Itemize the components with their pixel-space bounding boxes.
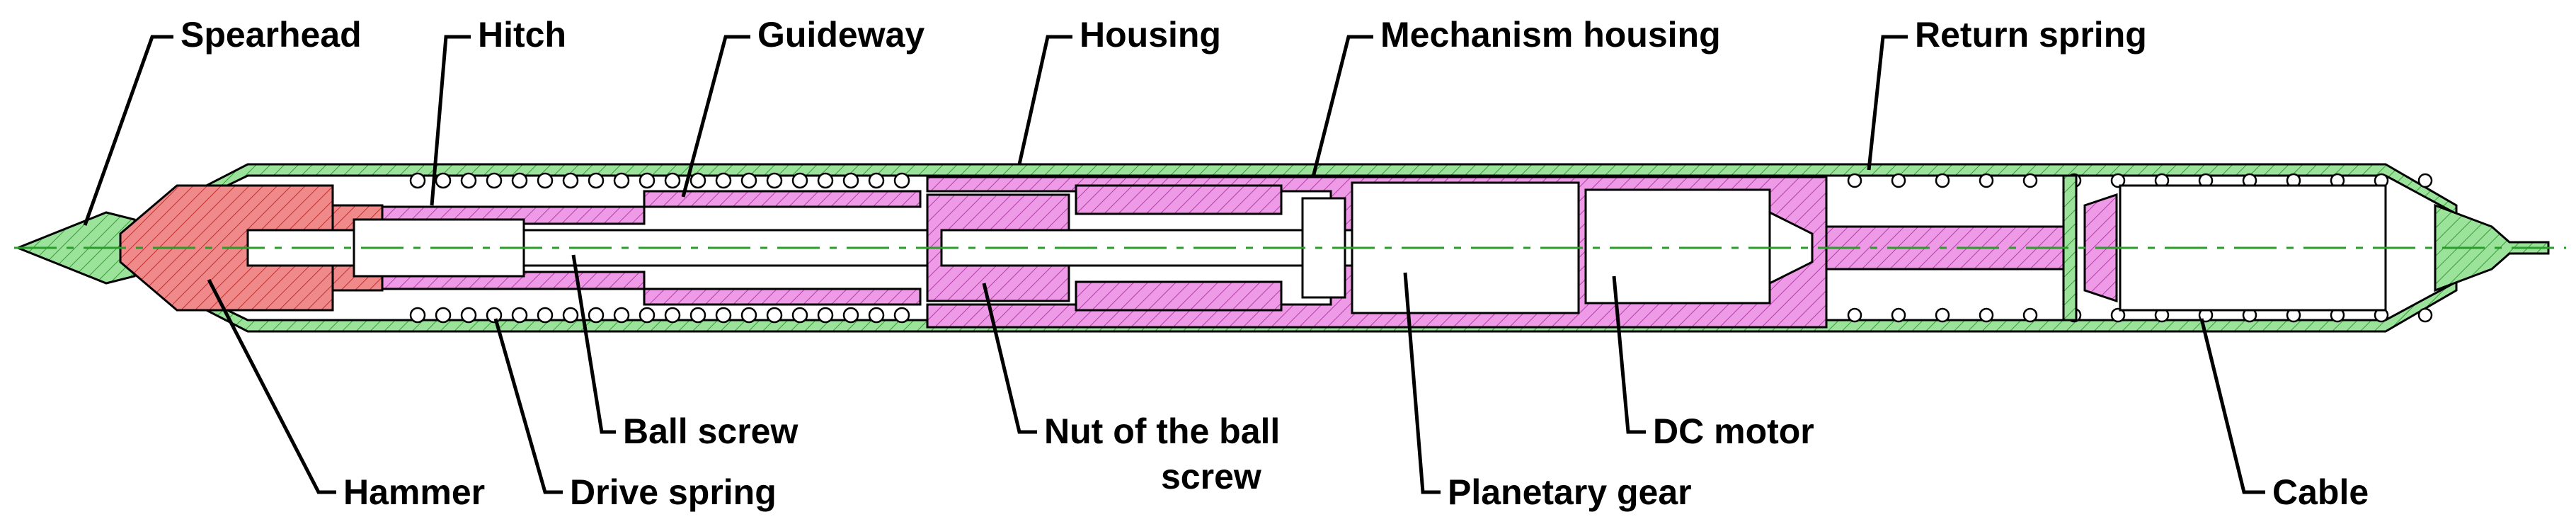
leader-lines — [83, 35, 2265, 494]
spring-coil — [868, 307, 885, 324]
spring-coil — [868, 172, 885, 189]
label-return-spring: Return spring — [1915, 15, 2147, 55]
spring-coil — [562, 172, 579, 189]
spring-coil — [817, 307, 834, 324]
spring-coil — [1847, 173, 1862, 188]
spring-coil — [817, 172, 834, 189]
spring-coil — [639, 172, 656, 189]
label-planetary-gear: Planetary gear — [1448, 472, 1692, 512]
label-dc-motor: DC motor — [1653, 411, 1814, 451]
bearing-block-top — [1075, 184, 1283, 215]
spring-coil — [511, 307, 528, 324]
spring-coil — [613, 307, 630, 324]
label-mechanism-housing: Mechanism housing — [1380, 15, 1721, 55]
label-spearhead: Spearhead — [181, 15, 362, 55]
label-housing: Housing — [1080, 15, 1221, 55]
spring-coil — [486, 307, 503, 324]
label-nut-line1: Nut of the ball — [1044, 411, 1280, 451]
spring-coil — [664, 172, 681, 189]
labels: Spearhead Hitch Guideway Housing Mechani… — [181, 15, 2369, 512]
spring-coil — [537, 307, 554, 324]
label-hammer: Hammer — [343, 472, 485, 512]
spring-coil — [2417, 173, 2433, 188]
spring-coil — [1847, 307, 1862, 323]
label-nut-line2: screw — [1161, 457, 1261, 496]
spring-coil — [511, 172, 528, 189]
spring-coil — [435, 172, 452, 189]
spring-coil — [715, 307, 732, 324]
drive-spring-coils-bottom — [409, 307, 910, 324]
spring-coil — [1979, 307, 1994, 323]
tail-cap — [2434, 203, 2550, 292]
spring-coil — [2110, 307, 2126, 323]
spring-coil — [2022, 173, 2038, 188]
spring-coil — [537, 172, 554, 189]
spring-coil — [689, 307, 706, 324]
spring-coil — [435, 307, 452, 324]
spring-coil — [664, 307, 681, 324]
spring-coil — [460, 307, 477, 324]
spring-coil — [740, 307, 757, 324]
spring-coil — [613, 172, 630, 189]
spring-coil — [766, 307, 783, 324]
spring-coil — [562, 307, 579, 324]
spring-coil — [2417, 307, 2433, 323]
label-cable: Cable — [2272, 472, 2369, 512]
spring-coil — [893, 307, 910, 324]
spring-coil — [409, 307, 426, 324]
spring-coil — [766, 172, 783, 189]
spring-coil — [1891, 307, 1906, 323]
spring-coil — [588, 172, 605, 189]
spring-coil — [740, 172, 757, 189]
spring-coil — [1979, 173, 1994, 188]
spring-coil — [409, 172, 426, 189]
bearing-block-bottom — [1075, 280, 1283, 312]
label-hitch: Hitch — [478, 15, 566, 55]
spring-coil — [486, 172, 503, 189]
spring-coil — [791, 307, 808, 324]
spring-coil — [791, 172, 808, 189]
spring-coil — [2110, 173, 2126, 188]
spring-coil — [588, 307, 605, 324]
spring-coil — [689, 172, 706, 189]
spring-coil — [460, 172, 477, 189]
spring-coil — [639, 307, 656, 324]
label-guideway: Guideway — [757, 15, 925, 55]
spring-coil — [1891, 173, 1906, 188]
spring-coil — [715, 172, 732, 189]
spring-coil — [893, 172, 910, 189]
spring-coil — [1935, 307, 1950, 323]
drive-spring-coils-top — [409, 172, 910, 189]
guideway-tube — [381, 190, 922, 306]
spring-coil — [1935, 173, 1950, 188]
label-ball-screw: Ball screw — [623, 411, 798, 451]
spring-coil — [842, 172, 859, 189]
spring-coil — [842, 307, 859, 324]
label-drive-spring: Drive spring — [570, 472, 777, 512]
spring-coil — [2022, 307, 2038, 323]
